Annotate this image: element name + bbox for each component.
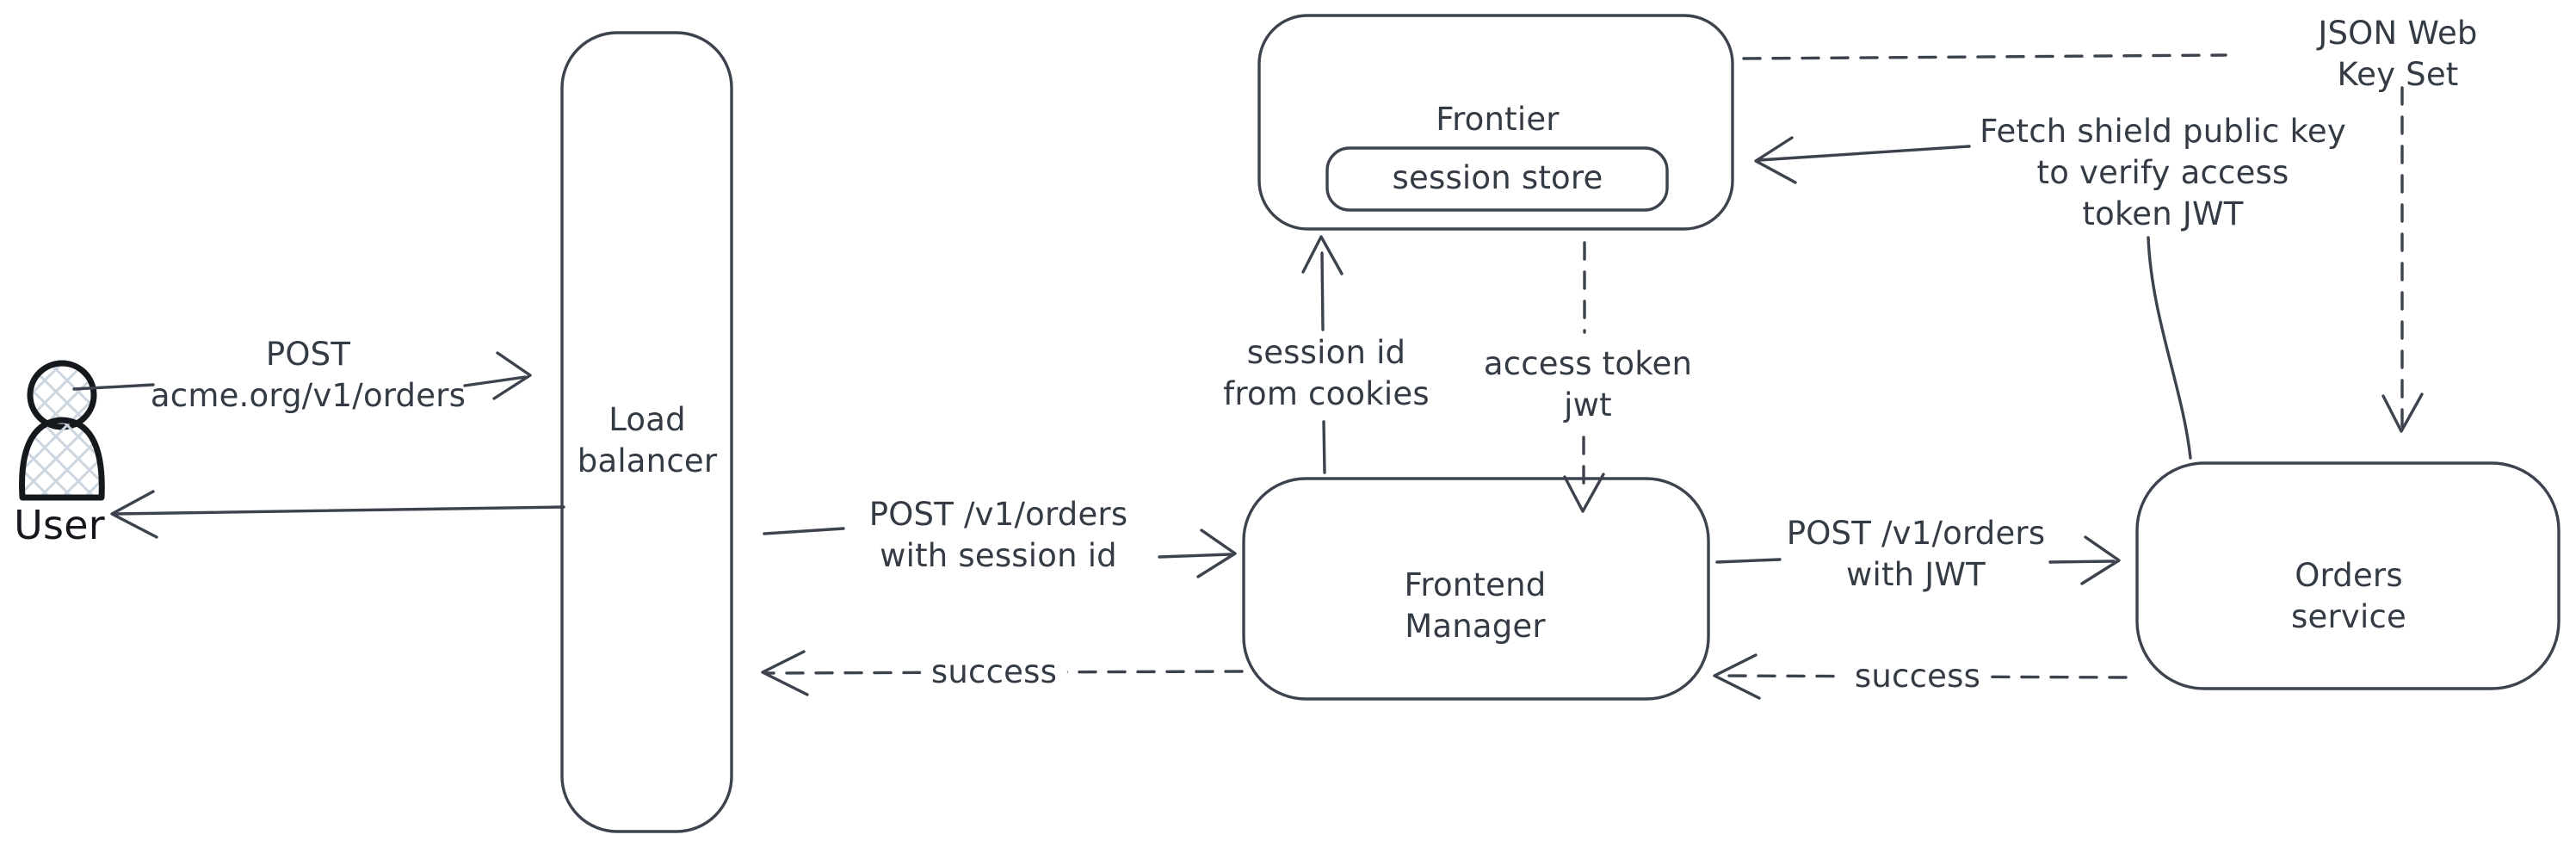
frontend-manager-box — [1242, 477, 1710, 701]
arrow-session-id — [1301, 235, 1344, 474]
edge-label-post-jwt: POST /v1/orders with JWT — [1786, 514, 2046, 593]
session-store-label: session store — [1392, 158, 1603, 196]
arrow-response-to-user — [110, 490, 565, 539]
dashed-line-jwks-horizontal — [1742, 53, 2227, 60]
orders-service-box — [2135, 461, 2561, 690]
load-balancer-box — [560, 31, 733, 833]
edge-label-session-id: session id from cookies — [1223, 333, 1430, 412]
frontend-manager-label: Frontend Manager — [1404, 566, 1547, 645]
edge-label-fetch-key: Fetch shield public key to verify access… — [1980, 112, 2346, 233]
orders-service-label: Orders service — [2291, 556, 2406, 635]
frontier-label: Frontier — [1436, 100, 1560, 138]
edge-label-access-token: access token jwt — [1483, 344, 1693, 424]
session-store-box — [1325, 146, 1669, 212]
user-label: User — [14, 502, 105, 549]
arrow-post-with-jwt — [1715, 535, 2121, 585]
arrow-post-with-session — [763, 527, 1237, 578]
load-balancer-label: Load balancer — [577, 400, 718, 479]
frontier-box — [1257, 14, 1734, 231]
arrow-fetch-public-key — [1754, 136, 2192, 460]
edge-label-post-session: POST /v1/orders with session id — [868, 495, 1128, 574]
edge-label-success-left: success — [920, 651, 1068, 694]
arrow-post-acme — [72, 351, 532, 400]
edge-label-success-right: success — [1844, 655, 1992, 698]
edge-label-jwks: JSON Web Key Set — [2318, 14, 2478, 93]
edge-label-post-acme: POST acme.org/v1/orders — [150, 335, 466, 414]
arrow-jwks-to-orders — [2381, 86, 2424, 433]
arrow-access-token — [1563, 241, 1605, 513]
user-icon — [19, 360, 105, 501]
